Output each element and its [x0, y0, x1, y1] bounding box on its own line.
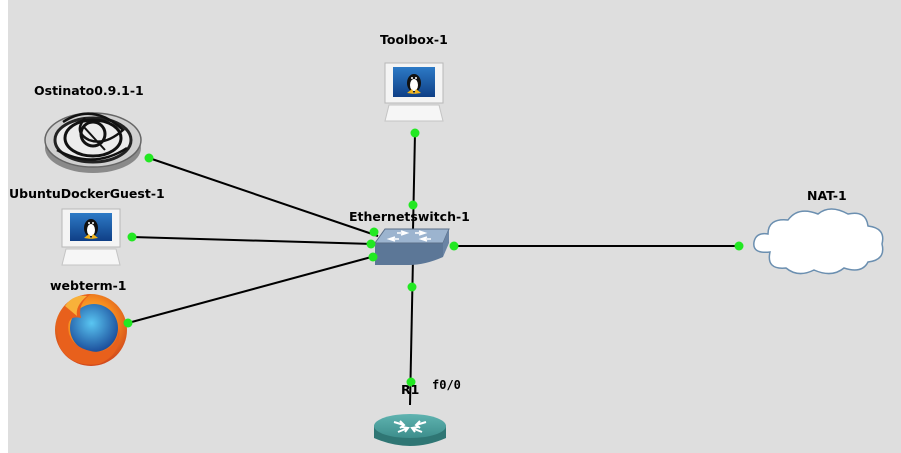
router-node[interactable] — [374, 414, 446, 446]
port-dot[interactable] — [144, 153, 154, 163]
ethernet-switch-icon — [374, 228, 450, 265]
links — [127, 132, 741, 406]
linux-computer-icon — [407, 74, 421, 94]
link-ubuntu-switch[interactable] — [131, 236, 374, 245]
nat-node[interactable] — [753, 208, 884, 275]
port-label-f0-0: f0/0 — [432, 378, 461, 392]
link-webterm-switch[interactable] — [127, 255, 376, 324]
linux-computer-icon — [84, 219, 98, 239]
toolbox-label[interactable]: Toolbox-1 — [380, 32, 448, 47]
toolbox-node[interactable] — [384, 62, 444, 122]
port-dot[interactable] — [366, 239, 376, 249]
router-icon — [374, 414, 446, 446]
link-toolbox-switch[interactable] — [412, 132, 416, 231]
port-dot[interactable] — [734, 241, 744, 251]
switch-label[interactable]: Ethernetswitch-1 — [349, 209, 470, 224]
ubuntu-node[interactable] — [61, 208, 121, 266]
cloud-icon — [753, 208, 884, 275]
port-dot[interactable] — [410, 128, 420, 138]
topology-svg — [44, 62, 884, 446]
port-dot[interactable] — [127, 232, 137, 242]
webterm-node[interactable] — [55, 294, 127, 366]
monitor-base — [384, 104, 444, 122]
port-indicators — [123, 128, 744, 387]
port-dot[interactable] — [449, 241, 459, 251]
nat-label[interactable]: NAT-1 — [807, 188, 847, 203]
port-dot[interactable] — [406, 377, 416, 387]
ostinato-node[interactable] — [44, 112, 142, 173]
webterm-label[interactable]: webterm-1 — [50, 278, 127, 293]
port-dot[interactable] — [369, 227, 379, 237]
port-dot[interactable] — [368, 252, 378, 262]
ostinato-icon — [44, 112, 142, 173]
switch-node[interactable] — [374, 228, 450, 265]
link-ostinato-switch[interactable] — [148, 157, 379, 237]
ubuntu-label[interactable]: UbuntuDockerGuest-1 — [9, 186, 165, 201]
firefox-icon — [55, 294, 127, 366]
port-dot[interactable] — [407, 282, 417, 292]
topology-canvas[interactable]: Toolbox-1 Ostinato0.9.1-1 UbuntuDockerGu… — [8, 0, 901, 453]
router-label[interactable]: R1 — [401, 382, 420, 397]
monitor-base — [61, 248, 121, 266]
ostinato-label[interactable]: Ostinato0.9.1-1 — [34, 83, 144, 98]
port-dot[interactable] — [123, 318, 133, 328]
port-dot[interactable] — [408, 200, 418, 210]
